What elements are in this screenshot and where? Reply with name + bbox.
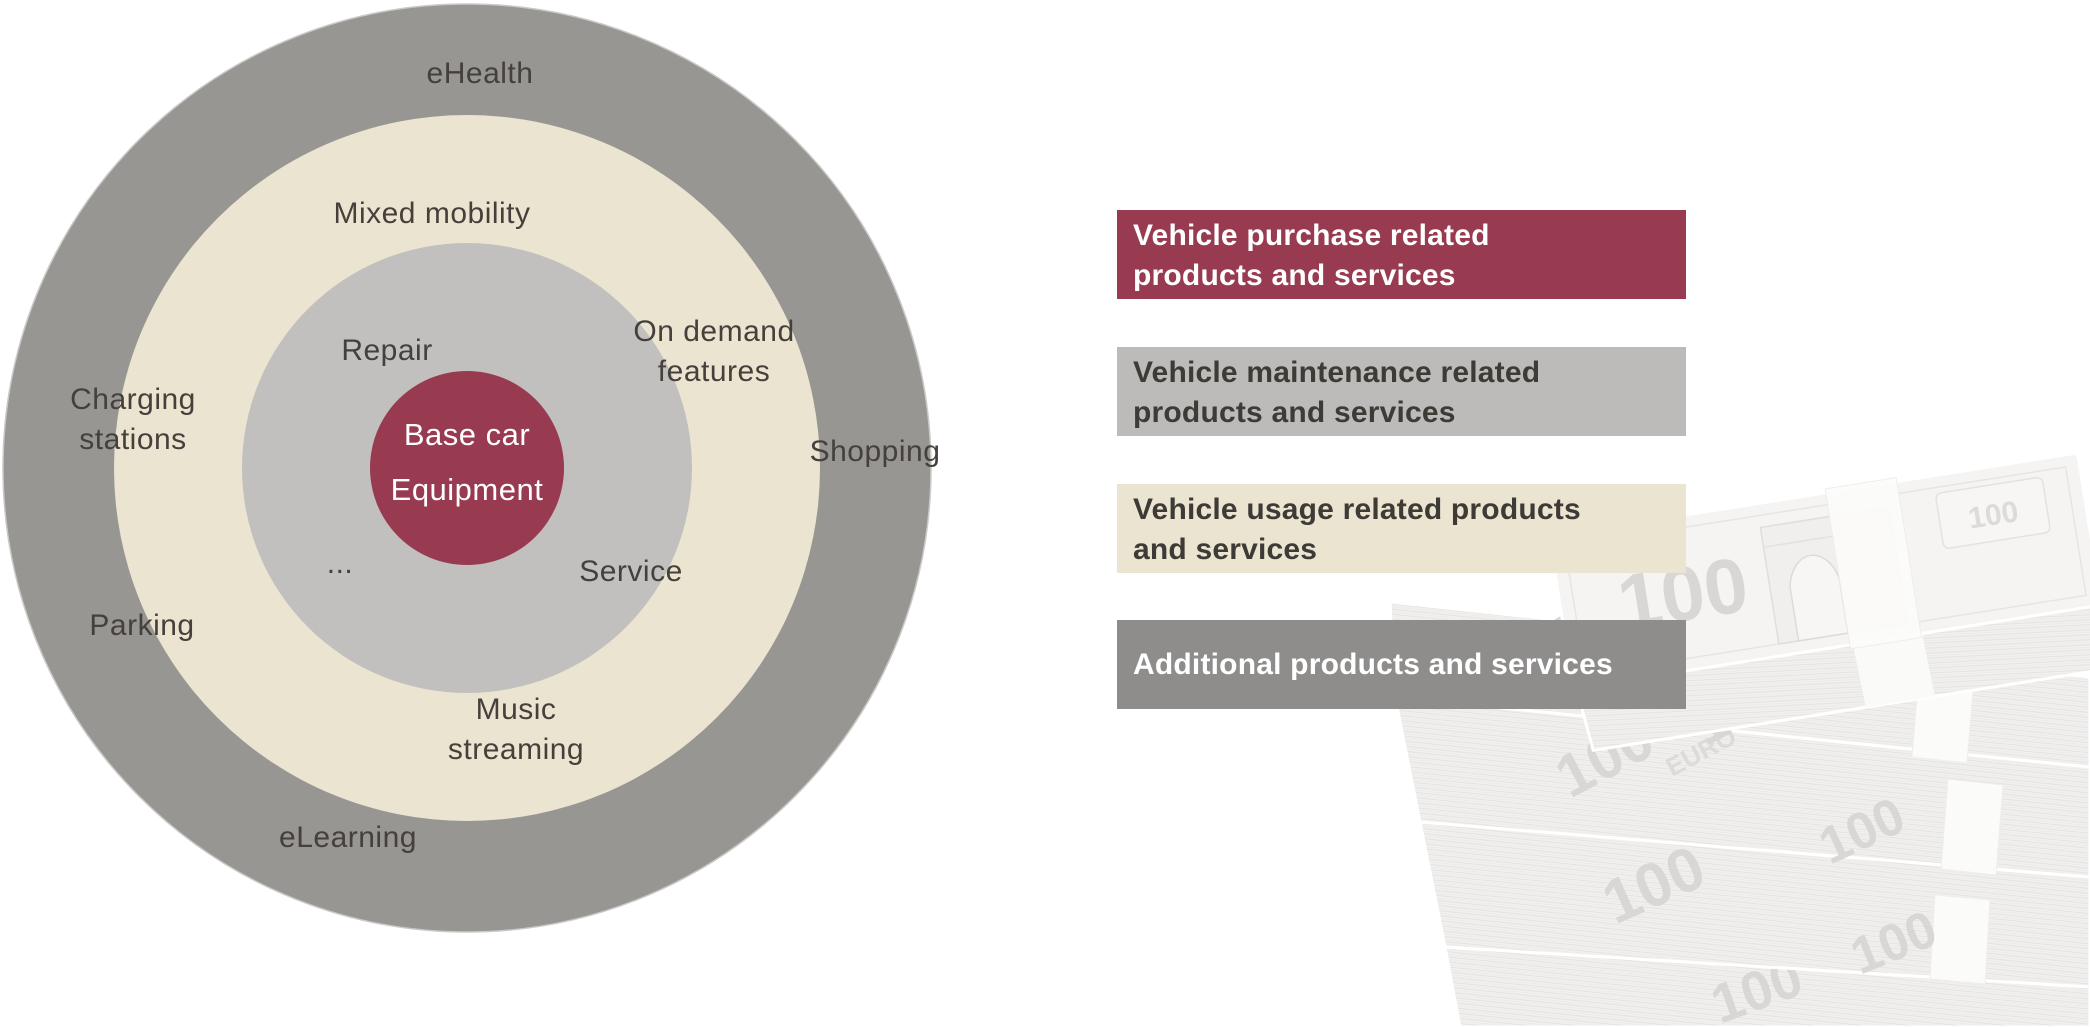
- ring-label-ehealth: eHealth: [426, 57, 534, 90]
- ring-label-mixed-mobility: Mixed mobility: [333, 197, 531, 230]
- core-circle: [370, 371, 564, 565]
- ring-label-music-streaming: Music streaming: [447, 693, 585, 766]
- core-label-base-car-equipment: Base car Equipment: [390, 417, 544, 507]
- money-stack-svg: 100 100 100 100 EURO 100 100: [1390, 452, 2090, 1027]
- legend-vehicle-usage: Vehicle usage related products and servi…: [1117, 484, 1686, 573]
- banknote-100-badge-text: 100: [1966, 495, 2021, 535]
- banknote-bundle-3: 100 EURO 100: [1393, 695, 2090, 879]
- bundle-strap: [1824, 477, 1923, 650]
- ring-label-shopping: Shopping: [809, 435, 941, 468]
- legend-vehicle-maintenance: Vehicle maintenance related products and…: [1117, 347, 1686, 436]
- ring-label-elearning: eLearning: [279, 821, 417, 854]
- banknote-bundle-top: 100 100: [1548, 452, 2090, 753]
- legend-vehicle-purchase: Vehicle purchase related products and se…: [1117, 210, 1686, 299]
- ring-label-charging-stations: Charging stations: [70, 383, 196, 456]
- ring-label-on-demand-features: On demand features: [633, 315, 795, 388]
- ring-label-service: Service: [579, 555, 683, 588]
- legend-additional-products: Additional products and services: [1117, 620, 1686, 709]
- ring-label-parking: Parking: [89, 609, 195, 642]
- legend-additional-products-label: Additional products and services: [1133, 647, 1613, 681]
- concentric-rings-diagram: [2, 3, 932, 933]
- euro-banknote-stack-image: 100 100 100 100 EURO 100 100: [1390, 447, 2090, 1027]
- ring-label-repair: Repair: [341, 334, 433, 367]
- ring-label-ellipsis: ...: [326, 547, 354, 580]
